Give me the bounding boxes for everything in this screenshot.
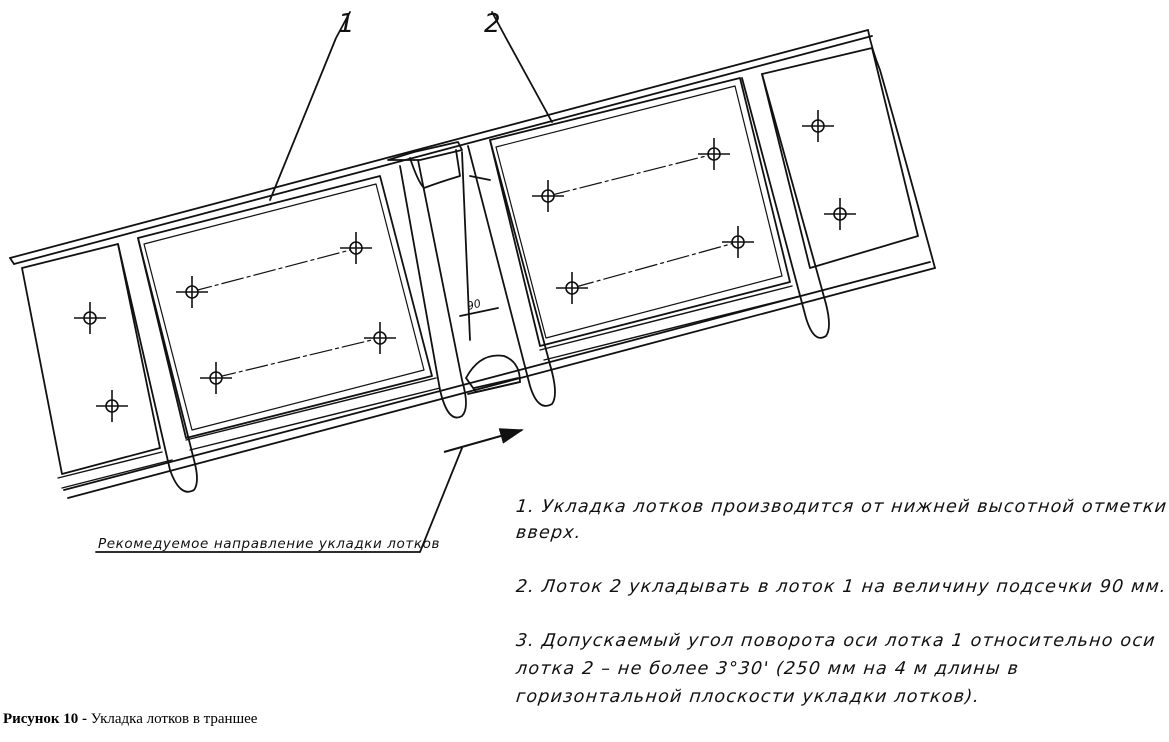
caption-text: Укладка лотков в траншее [87, 711, 258, 727]
bolt-hole [74, 302, 106, 334]
bolt-hole [802, 110, 834, 142]
tray-laying-drawing: 1 2 90 Рекомедуемое направление укладки … [9, 9, 936, 553]
tray-top-edge [9, 29, 873, 265]
bolt-hole [722, 226, 754, 258]
dimension-line [459, 307, 499, 317]
bolt-hole [556, 272, 588, 304]
bolt-hole [200, 362, 232, 394]
note-1-line-1: 1. Укладка лотков производится от нижней… [514, 497, 1169, 517]
panel-left [21, 243, 161, 475]
callout-1-label: 1 [338, 9, 355, 39]
note-2: 2. Лоток 2 укладывать в лоток 1 на велич… [514, 577, 1168, 597]
joint-top [387, 141, 463, 161]
rib-4 [741, 73, 830, 339]
rib-1 [117, 237, 198, 493]
bolt-hole [824, 198, 856, 230]
joint-bottom [465, 354, 521, 393]
bolt-hole [532, 180, 564, 212]
bolt-hole [698, 138, 730, 170]
bolt-hole [340, 232, 372, 264]
callout-2-label: 2 [484, 9, 501, 39]
caption-label: Рисунок 10 - [3, 711, 88, 727]
panel-1 [137, 175, 433, 439]
direction-arrow [443, 428, 524, 453]
bolt-hole [364, 322, 396, 354]
direction-label: Рекомедуемое направление укладки лотков [98, 536, 440, 552]
note-3-line-2: лотка 2 – не более 3°30' (250 мм на 4 м … [514, 659, 1021, 679]
direction-leader [95, 447, 463, 553]
figure-caption: Рисунок 10 - Укладка лотков в траншее [3, 711, 257, 728]
tray-break-right [867, 29, 936, 269]
panel-right [761, 47, 919, 269]
tray-break-left [9, 257, 15, 265]
bolt-hole [176, 276, 208, 308]
note-3-line-1: 3. Допускаемый угол поворота оси лотка 1… [514, 631, 1157, 651]
rib-2 [399, 159, 467, 419]
bolt-hole [96, 390, 128, 422]
callout-1-leader [269, 11, 351, 201]
note-3-line-3: горизонтальной плоскости укладки лотков)… [514, 687, 982, 707]
note-1-line-2: вверх. [514, 523, 583, 543]
callout-2-leader [491, 11, 553, 123]
panel-2 [489, 77, 791, 347]
dimension-label: 90 [466, 297, 483, 313]
rib-3 [467, 139, 556, 407]
